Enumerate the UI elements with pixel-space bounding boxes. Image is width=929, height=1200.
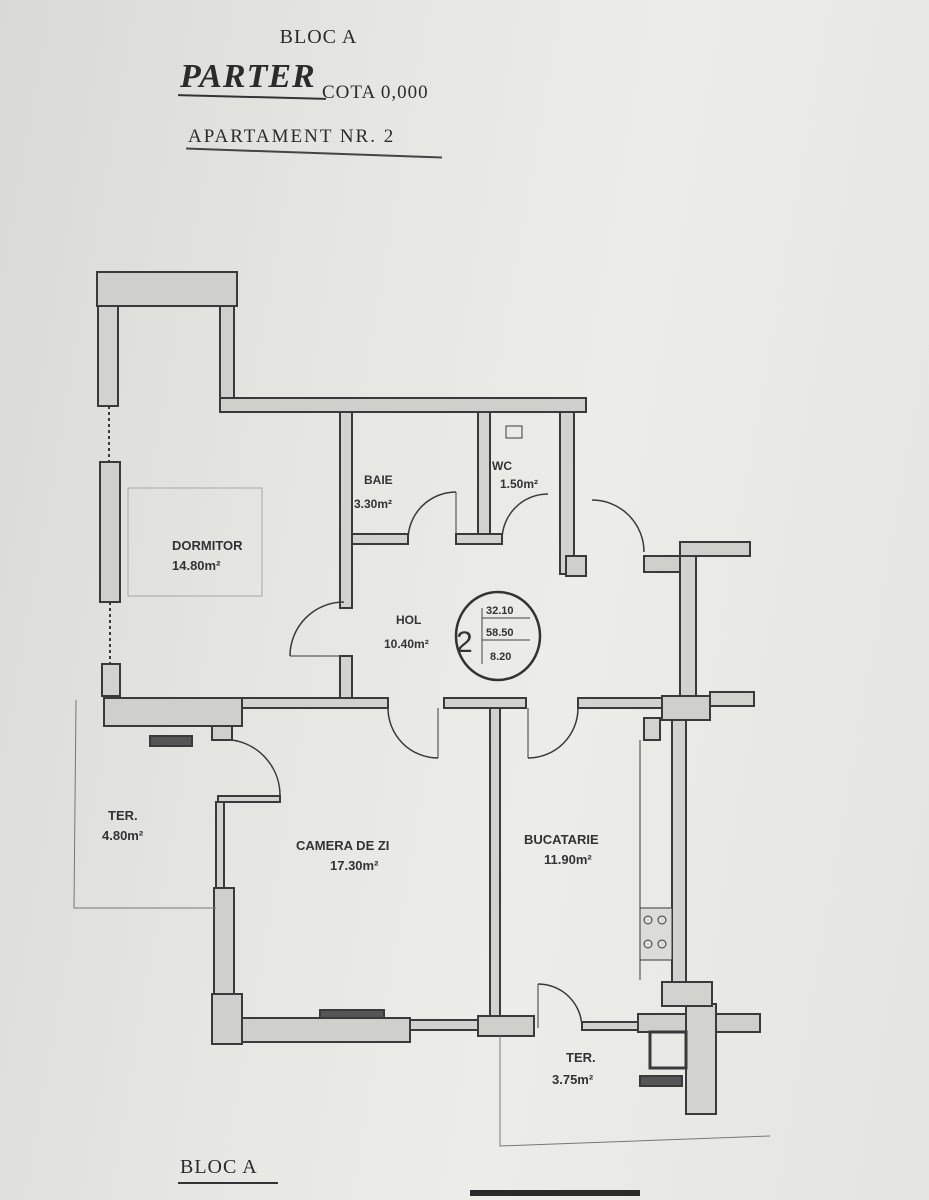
badge-value-1: 32.10: [486, 605, 514, 617]
wall-inner-vertical: [219, 305, 235, 411]
footer-underline: [178, 1182, 278, 1184]
wall-top-left: [96, 271, 238, 307]
apartment-badge: 2 32.10 58.50 8.20: [454, 590, 542, 682]
room-hol-name: HOL: [396, 613, 421, 627]
block-title: BLOC A: [279, 26, 358, 48]
badge-value-3: 8.20: [490, 651, 511, 663]
wall-baie-wc: [477, 411, 491, 541]
wall-right-upper: [679, 555, 697, 697]
wall-left-upper: [97, 305, 119, 407]
room-hol-area: 10.40m²: [384, 637, 429, 651]
room-bucatarie-area: 11.90m²: [544, 852, 592, 867]
wall-wc-right: [559, 411, 575, 575]
apartment-title: APARTAMENT NR. 2: [188, 126, 396, 147]
room-camera-area: 17.30m²: [330, 858, 379, 873]
room-ter-left-name: TER.: [108, 808, 138, 823]
floor-title: PARTER: [180, 58, 316, 95]
apartment-badge-number: 2: [456, 626, 473, 659]
wall-top-horizontal: [219, 397, 587, 413]
window-left: [99, 461, 121, 603]
room-dormitor-area: 14.80m²: [172, 558, 221, 573]
wall-baie-left: [339, 411, 353, 609]
wall-camera-bucatarie: [489, 707, 501, 1019]
badge-value-2: 58.50: [486, 627, 514, 639]
room-camera-name: CAMERA DE ZI: [296, 838, 389, 853]
wall-right-lower: [671, 719, 687, 985]
room-ter-bottom-name: TER.: [566, 1050, 596, 1065]
room-dormitor-name: DORMITOR: [172, 538, 243, 553]
level-label: COTA 0,000: [322, 82, 429, 103]
room-baie-area: 3.30m²: [354, 497, 392, 511]
footer-block-label: BLOC A: [180, 1156, 258, 1178]
room-ter-left-area: 4.80m²: [102, 828, 144, 843]
room-baie-name: BAIE: [364, 473, 393, 487]
room-ter-bottom-area: 3.75m²: [552, 1072, 594, 1087]
wall-right-top: [679, 541, 751, 557]
wall-camera-left: [213, 887, 235, 995]
wall-middle-left: [103, 697, 243, 727]
bottom-edge-bar: [470, 1190, 640, 1196]
room-wc-area: 1.50m²: [500, 477, 538, 491]
wall-bottom: [241, 1017, 411, 1043]
room-bucatarie-name: BUCATARIE: [524, 832, 599, 847]
wall-bottom-right: [685, 1003, 717, 1115]
room-wc-name: WC: [492, 459, 512, 473]
apartment-badge-circle: [454, 590, 542, 682]
